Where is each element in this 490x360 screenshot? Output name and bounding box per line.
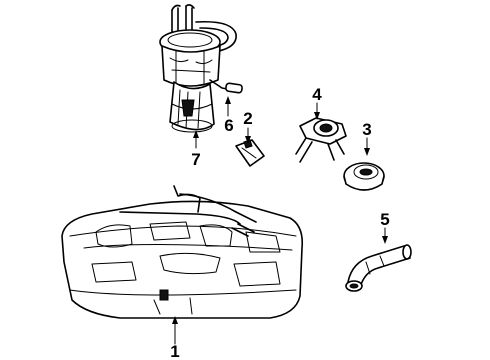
fuel-tank-part — [61, 185, 304, 319]
fuel-clip-part — [235, 139, 265, 167]
callout-2: 2 — [243, 109, 252, 128]
callout-1: 1 — [170, 342, 179, 360]
leader-arrows — [172, 96, 388, 345]
fuel-pump-module — [159, 4, 243, 133]
callout-6: 6 — [224, 116, 233, 135]
filler-cap-part — [343, 162, 385, 191]
callout-7: 7 — [191, 150, 200, 169]
filler-bracket-part — [295, 117, 347, 163]
callout-3: 3 — [362, 120, 371, 139]
callout-5: 5 — [380, 210, 389, 229]
filler-hose-part — [345, 244, 412, 292]
callout-4: 4 — [312, 85, 322, 104]
